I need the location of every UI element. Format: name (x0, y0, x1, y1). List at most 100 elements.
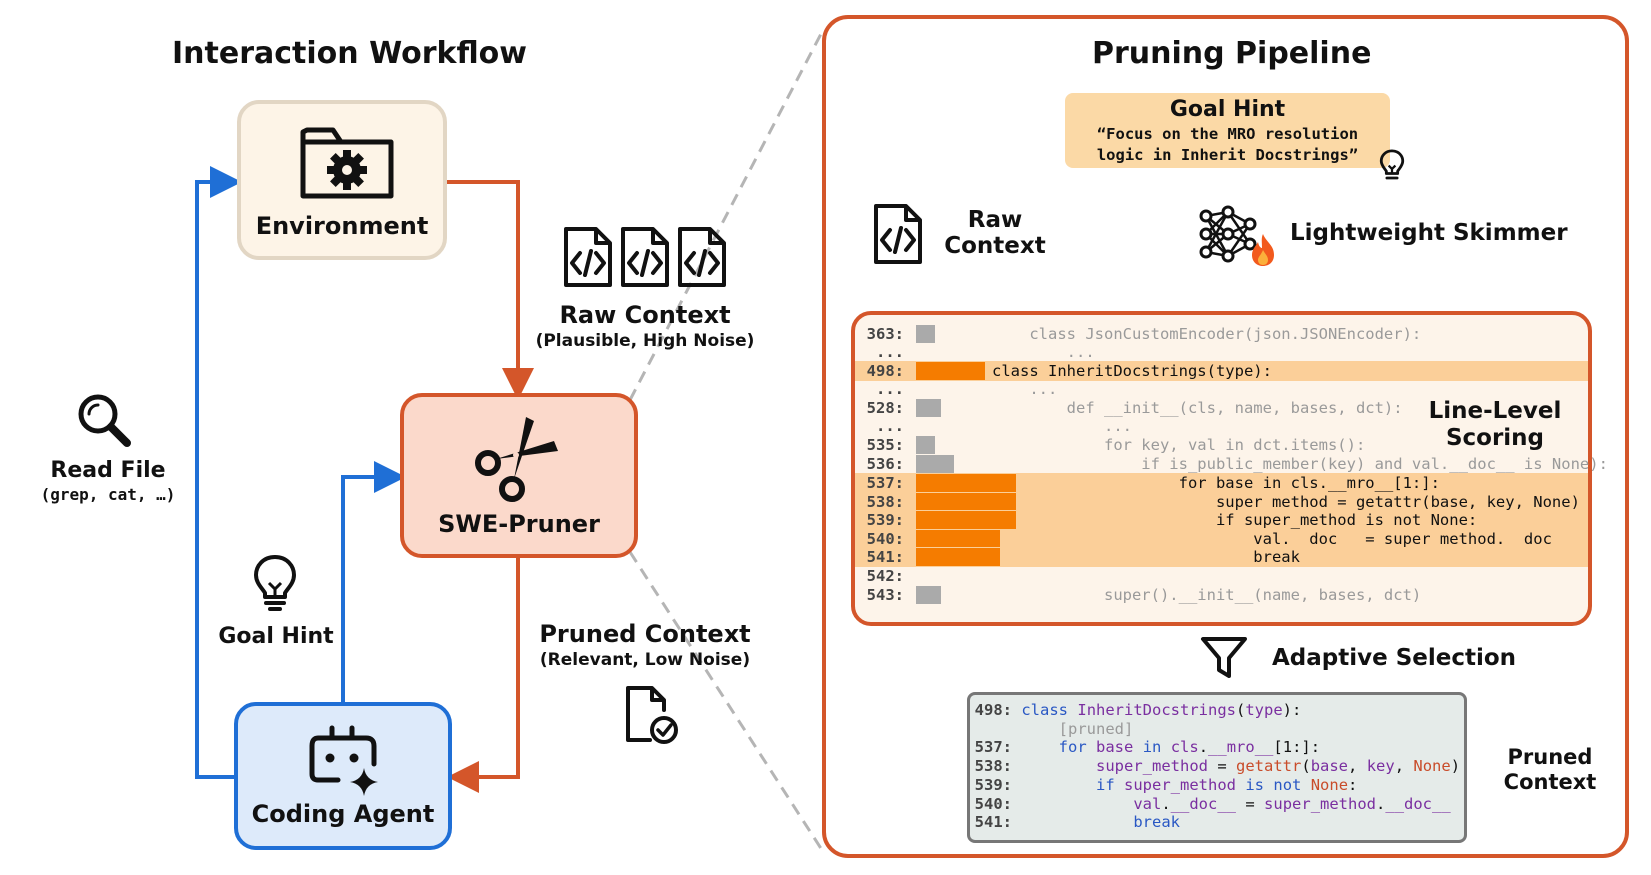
pruned-row: [pruned] (972, 719, 1134, 739)
code-text: def __init__(cls, name, bases, dct): (992, 399, 1403, 417)
code-text: for base in cls.__mro__[1:]: (992, 474, 1440, 492)
scoring-row: 539: if super_method is not None: (854, 511, 1584, 530)
code-text: val.__doc__ = super_method.__doc__ (1133, 794, 1451, 813)
code-file-icon (874, 204, 922, 264)
line-number: 543: (866, 586, 904, 604)
score-bar (916, 455, 954, 473)
line-number: 538: (974, 757, 1012, 776)
line-number: 498: (974, 701, 1012, 719)
arrow-env-to-pruner (447, 180, 534, 400)
file-check-icon (626, 686, 678, 744)
score-bar (916, 362, 985, 380)
code-text: break (992, 548, 1300, 566)
line-number: 540: (866, 530, 904, 548)
code-text: class InheritDocstrings(type): (1021, 701, 1302, 719)
code-text: super_method = getattr(base, key, None) (992, 493, 1580, 511)
code-text: ... (992, 417, 1132, 435)
code-text: val.__doc__ = super_method.__doc__ (992, 530, 1571, 548)
scissors-icon (475, 417, 558, 502)
code-file-icon (564, 227, 612, 287)
scoring-row: 541: break (854, 548, 1584, 567)
adaptive-selection-label: Adaptive Selection (1272, 645, 1517, 671)
scoring-row: ... ... (854, 380, 1584, 399)
code-text: for base in cls.__mro__[1:]: (1058, 738, 1321, 757)
line-number: ... (876, 417, 904, 435)
coding-agent-box: Coding Agent (234, 702, 452, 850)
pruned-right-line1: Pruned (1507, 745, 1593, 769)
pruned-row: 540: val.__doc__ = super_method.__doc__ (972, 795, 1451, 814)
line-number: ... (876, 343, 904, 361)
goal-hint-line1: “Focus on the MRO resolution (1096, 125, 1359, 143)
code-text: if is_public_member(key) and val.__doc__… (992, 455, 1608, 473)
scoring-row: 528: def __init__(cls, name, bases, dct)… (854, 399, 1584, 418)
code-text: ... (992, 343, 1095, 361)
raw-context-sub: (Plausible, High Noise) (535, 331, 755, 351)
goal-hint-line2: logic in Inherit Docstrings” (1096, 146, 1359, 164)
swe-pruner-label: SWE-Pruner (438, 510, 600, 538)
line-number: 498: (866, 362, 904, 380)
code-file-icon (678, 227, 726, 287)
scoring-row: 498: class InheritDocstrings(type): (854, 362, 1584, 381)
line-number: 541: (974, 813, 1012, 832)
goal-hint-box: Goal Hint “Focus on the MRO resolution l… (1065, 93, 1390, 168)
scoring-highlight (855, 510, 1588, 530)
code-text: for key, val in dct.items(): (992, 436, 1366, 454)
scoring-row: 540: val.__doc__ = super_method.__doc__ (854, 530, 1584, 549)
swe-pruner-box: SWE-Pruner (400, 393, 638, 558)
code-text: break (1133, 813, 1180, 832)
score-bar (916, 511, 1016, 529)
code-text: super_method = getattr(base, key, None) (1096, 757, 1461, 776)
raw-context-right-line2: Context (944, 233, 1046, 259)
arrow-agent-to-env (195, 166, 242, 779)
score-bar (916, 474, 1016, 492)
line-number: 363: (866, 325, 904, 343)
scoring-highlight (855, 361, 1588, 381)
code-text: class JsonCustomEncoder(json.JSONEncoder… (992, 325, 1422, 343)
magnifier-icon (78, 394, 131, 447)
arrow-pruner-to-agent (447, 558, 520, 793)
line-number: 540: (974, 794, 1012, 813)
folder-gear-icon (300, 127, 394, 199)
line-number: ... (876, 380, 904, 398)
scoring-label-line2: Scoring (1445, 425, 1545, 451)
zoom-line-top (628, 31, 824, 401)
score-bar (916, 530, 1000, 548)
pruned-row: 538: super_method = getattr(base, key, N… (972, 757, 1460, 776)
code-text: [pruned] (1058, 719, 1134, 738)
raw-context-label: Raw Context (559, 301, 731, 329)
scoring-row: 538: super_method = getattr(base, key, N… (854, 493, 1584, 512)
code-text: if super_method is not None: (1096, 775, 1358, 794)
line-number: 528: (866, 399, 904, 417)
score-bar (916, 586, 941, 604)
scoring-row: 542: (854, 567, 1584, 586)
code-text: class InheritDocstrings(type): (992, 362, 1272, 380)
score-bar (916, 325, 935, 343)
arrow-agent-to-pruner (341, 461, 406, 702)
line-number: 538: (866, 493, 904, 511)
pruned-context-panel (967, 692, 1467, 843)
scoring-row: 363: class JsonCustomEncoder(json.JSONEn… (854, 325, 1584, 344)
goal-hint-title: Goal Hint (1169, 97, 1286, 122)
pruned-row: 537: for base in cls.__mro__[1:]: (972, 738, 1320, 757)
scoring-highlight (855, 547, 1588, 567)
line-number: 535: (866, 436, 904, 454)
environment-label: Environment (255, 212, 429, 240)
pruned-row: 498: class InheritDocstrings(type): (972, 701, 1302, 720)
scoring-highlight (855, 492, 1588, 512)
line-number: 542: (866, 567, 904, 585)
line-number: 539: (866, 511, 904, 529)
scoring-label-line1: Line-Level (1428, 398, 1562, 424)
scoring-row: 536: if is_public_member(key) and val.__… (854, 455, 1608, 474)
score-bar (916, 493, 1016, 511)
lightbulb-icon (1379, 149, 1405, 180)
line-number: 537: (866, 474, 904, 492)
line-number: 537: (974, 738, 1012, 757)
pruned-row: 539: if super_method is not None: (972, 775, 1358, 795)
pipeline-title: Pruning Pipeline (1092, 36, 1372, 71)
raw-context-right-line1: Raw (967, 207, 1023, 233)
fire-icon (1252, 234, 1274, 266)
code-text: ... (992, 380, 1058, 398)
scoring-row: 543: super().__init__(name, bases, dct) (854, 586, 1584, 605)
score-bar (916, 399, 941, 417)
scoring-row: 535: for key, val in dct.items(): (854, 436, 1584, 455)
